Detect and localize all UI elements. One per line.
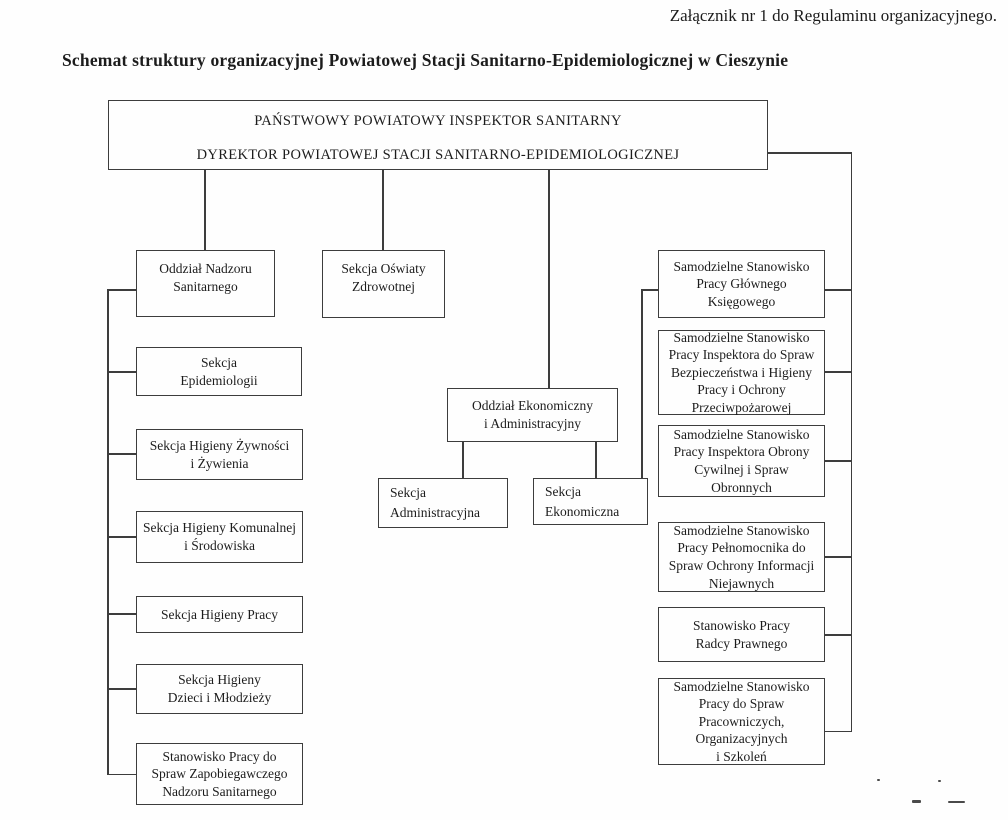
connector-stub-dzieci [107,688,136,690]
node-stanowisko-zapobiegawczego-nadzoru: Stanowisko Pracy do Spraw Zapobiegawczeg… [136,743,303,805]
node-sprawy-pracownicze-szkolenia: Samodzielne Stanowisko Pracy do Spraw Pr… [658,678,825,765]
node-sekcja-ekonomiczna: Sekcja Ekonomiczna [533,478,648,525]
connector-stub-ksiegowy [825,289,851,291]
node-pelnomocnik-informacji-niejawnych: Samodzielne Stanowisko Pracy Pełnomocnik… [658,522,825,592]
connector-stub-zapobiegawczy [107,773,136,775]
node-oddzial-ekonomiczny-administracyjny: Oddział Ekonomiczny i Administracyjny [447,388,618,442]
attachment-note: Załącznik nr 1 do Regulaminu organizacyj… [669,6,997,25]
node-sekcja-administracyjna: Sekcja Administracyjna [378,478,508,528]
connector-ekonomiczny-administracyjna [462,442,464,478]
connector-stub-epidemiologia [107,371,136,373]
node-inspektor-bhp-ppoz: Samodzielne Stanowisko Pracy Inspektora … [658,330,825,415]
connector-root-nadzor [204,170,206,250]
connector-right-rail [850,152,852,732]
page-title: Schemat struktury organizacyjnej Powiato… [62,50,789,70]
connector-ksiegowy-ekonomiczna-vertical [641,289,643,479]
connector-stub-nadzor [107,289,136,291]
root-title-line-2: DYREKTOR POWIATOWEJ STACJI SANITARNO-EPI… [196,146,680,163]
scan-artifact-dash [948,801,965,803]
connector-root-right-horizontal [768,152,852,154]
node-radca-prawny: Stanowisko Pracy Radcy Prawnego [658,607,825,662]
node-sekcja-higieny-zywnosci: Sekcja Higieny Żywności i Żywienia [136,429,303,480]
connector-stub-radca [825,634,851,636]
connector-stub-zywnosc [107,453,136,455]
connector-stub-bhp [825,371,851,373]
node-oddzial-nadzoru-sanitarnego: Oddział Nadzoru Sanitarnego [136,250,275,317]
connector-ksiegowy-ekonomiczna-stub [641,289,658,291]
connector-stub-higiena-pracy [107,613,136,615]
connector-stub-pracownicze [825,730,851,732]
scan-artifact-dot [877,779,880,781]
node-sekcja-higieny-komunalnej: Sekcja Higieny Komunalnej i Środowiska [136,511,303,563]
scan-artifact-dash [912,800,921,803]
node-glownego-ksiegowego: Samodzielne Stanowisko Pracy Głównego Ks… [658,250,825,318]
connector-root-oswiata [382,170,384,250]
connector-stub-pelnomocnik [825,556,851,558]
connector-ekonomiczny-ekonomiczna [595,442,597,478]
connector-left-rail [107,289,109,775]
root-title-line-1: PAŃSTWOWY POWIATOWY INSPEKTOR SANITARNY [254,113,622,129]
connector-stub-komunalna [107,536,136,538]
node-sekcja-higieny-dzieci: Sekcja Higieny Dzieci i Młodzieży [136,664,303,714]
connector-root-ekonomiczny [548,170,550,388]
node-sekcja-higieny-pracy: Sekcja Higieny Pracy [136,596,303,633]
node-inspektor-sanitarny: PAŃSTWOWY POWIATOWY INSPEKTOR SANITARNY … [108,100,768,170]
node-inspektor-obrony-cywilnej: Samodzielne Stanowisko Pracy Inspektora … [658,425,825,497]
node-sekcja-epidemiologii: Sekcja Epidemiologii [136,347,302,396]
scan-artifact-dot [938,780,941,782]
node-sekcja-oswiaty-zdrowotnej: Sekcja Oświaty Zdrowotnej [322,250,445,318]
connector-stub-obrona [825,460,851,462]
